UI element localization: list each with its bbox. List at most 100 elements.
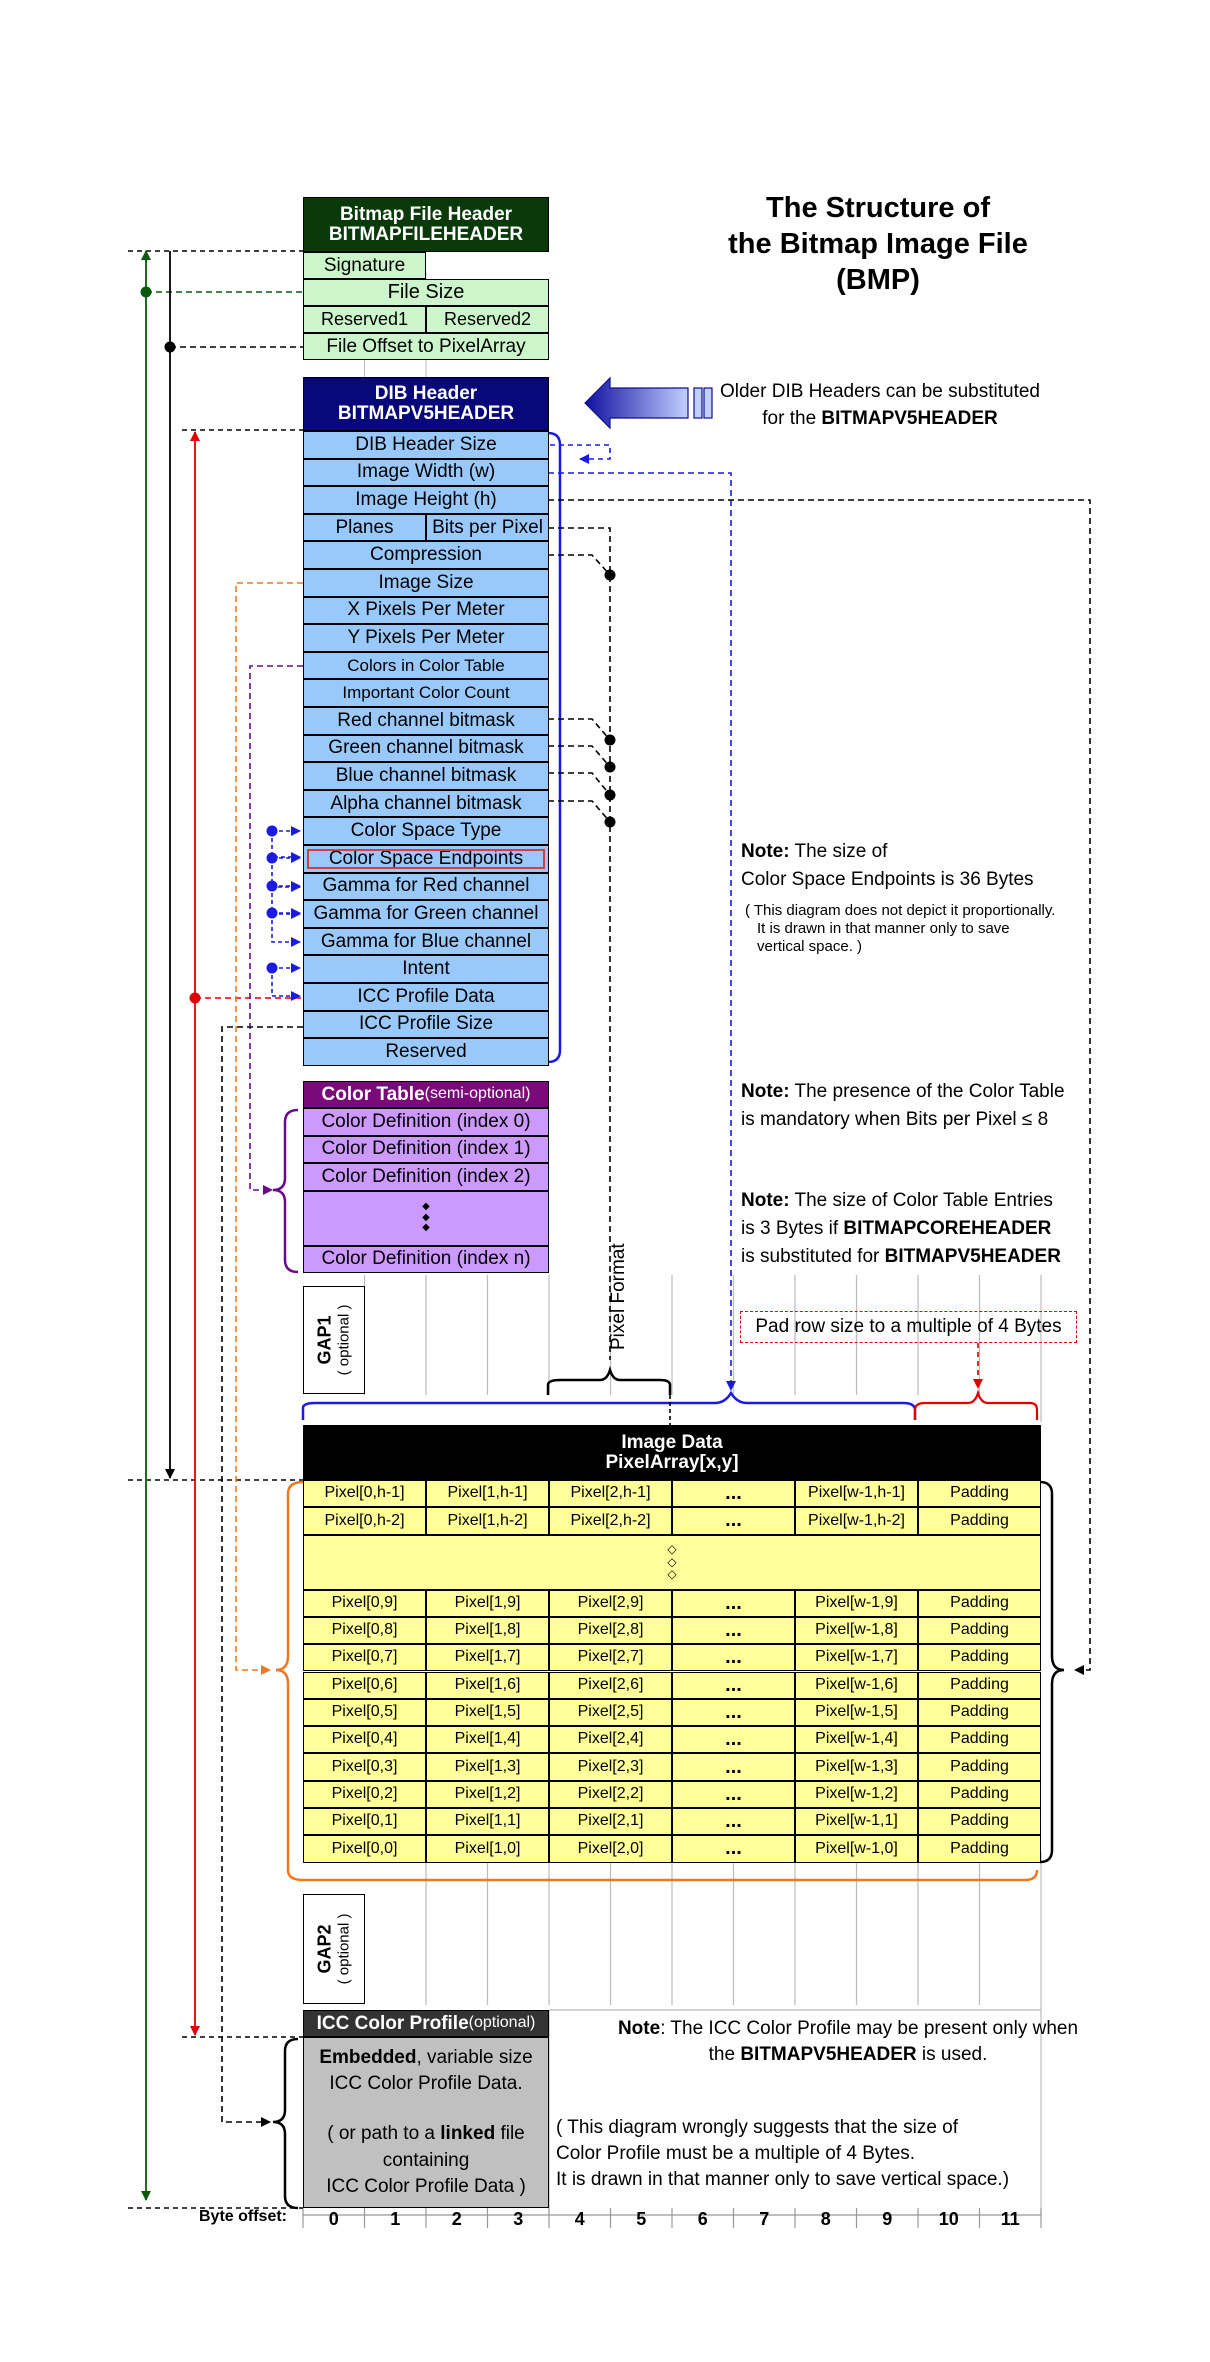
padding-brace [913,1389,1039,1420]
note-bold-header: BITMAPCOREHEADER [843,1218,1052,1239]
pixel-cell-label: ... [725,1646,742,1669]
gap2-box: GAP2( optional ) [303,1894,365,2004]
pixel-cell-label: Padding [950,1757,1009,1775]
older-header-note-line2: for the BITMAPV5HEADER [762,408,997,430]
note-entry-size-line3: is substituted for BITMAPV5HEADER [741,1246,1061,1268]
dib-field: Colors in Color Table [303,651,549,680]
dib-field-label: Green channel bitmask [328,737,524,759]
pixel-cell: Pixel[w-1,4] [795,1726,918,1754]
padding-cell: Padding [918,1644,1041,1672]
pixel-cell: Pixel[w-1,3] [795,1753,918,1781]
pixel-cell-label: Pixel[0,1] [331,1812,398,1830]
padding-cell: Padding [918,1671,1041,1699]
pixel-cell-label: Pixel[0,0] [331,1839,398,1857]
bpp-link [548,527,611,1360]
color-table-subtitle: (semi-optional) [424,1085,531,1103]
gap2-title: GAP2 [314,1924,335,1974]
pixel-cell: Pixel[1,9] [426,1589,549,1617]
color-space-link [271,913,301,947]
pixel-cell-label: ... [725,1591,742,1614]
dib-field-label: Y Pixels Per Meter [347,627,505,649]
pixel-cell-label: Padding [950,1484,1009,1502]
color-table-entry-label: Color Definition (index 1) [321,1138,531,1160]
pixel-ellipsis-cell: ... [672,1480,795,1508]
color-table-entry: Color Definition (index n) [303,1245,549,1273]
pixel-cell-label: Pixel[0,6] [331,1675,398,1693]
note-entry-size-line2: is 3 Bytes if BITMAPCOREHEADER [741,1218,1051,1240]
gap1-title: GAP1 [314,1315,335,1365]
diagram-title: The Structure of [766,192,990,224]
byte-offset-number: 0 [328,2209,339,2229]
image-height-link [548,499,1091,1675]
pixel-cell: Pixel[0,7] [303,1644,426,1672]
pixel-cell-label: Pixel[w-1,3] [815,1757,898,1775]
note-prefix: is 3 Bytes if [741,1218,844,1239]
color-table-brace [272,1108,299,1274]
pixel-cell-label: Pixel[w-1,5] [815,1703,898,1721]
icc-note-l2-bold: BITMAPV5HEADER [740,2044,917,2065]
pixel-cell: Pixel[0,2] [303,1780,426,1808]
pixel-cell-label: Padding [950,1730,1009,1748]
pixel-cell-label: Pixel[0,3] [331,1757,398,1775]
pixel-cell-label: Padding [950,1839,1009,1857]
note-color-space-small2: It is drawn in that manner only to save [757,920,1010,937]
icc-linked-bold: linked [440,2123,496,2145]
pixel-rows-ellipsis: ◇◇◇ [303,1534,1041,1590]
pixel-cell-label: Pixel[1,4] [454,1730,521,1748]
ellipsis-diamond-icon: ◇ [667,1542,677,1557]
note-text: The presence of the Color Table [789,1081,1065,1102]
dib-field-label: Important Color Count [342,683,510,703]
dib-field: DIB Header Size [303,431,549,459]
icc-note-line3: ( This diagram wrongly suggests that the… [556,2117,959,2138]
dib-field-label: Intent [402,958,450,980]
file-size-label: File Size [387,281,465,303]
ellipsis-diamond-icon: ◆ [422,1201,430,1213]
reserved1-label: Reserved1 [320,309,409,330]
icc-note-line1: Note: The ICC Color Profile may be prese… [618,2018,1078,2040]
pixel-cell-label: Pixel[w-1,9] [815,1593,898,1611]
padding-cell: Padding [918,1698,1041,1727]
pixel-cell-label: ... [725,1619,742,1642]
dib-size-loop [550,444,611,464]
pixel-cell-label: Pixel[w-1,0] [815,1839,898,1857]
pixel-format-brace [546,1365,672,1395]
padding-cell: Padding [918,1780,1041,1808]
pixel-cell-label: Pixel[2,9] [577,1593,644,1611]
pixel-cell-label: Pixel[w-1,4] [815,1730,898,1748]
byte-offset-number: 10 [938,2209,959,2229]
pixel-cell-label: Padding [950,1593,1009,1611]
reserved2-field: Reserved2 [426,306,549,333]
dib-field: ICC Profile Data [303,983,549,1011]
gap1-subtitle: ( optional ) [335,1304,353,1376]
mask-dot [604,816,616,828]
pixel-cell-label: Pixel[w-1,1] [815,1812,898,1830]
pad-row-note: Pad row size to a multiple of 4 Bytes [740,1311,1077,1343]
pixel-cell-label: Pixel[2,1] [577,1812,644,1830]
note-color-table-line1: Note: The presence of the Color Table [741,1081,1065,1103]
dib-field: Gamma for Blue channel [303,927,549,956]
dib-field: Color Space Type [303,817,549,845]
note-prefix: is substituted for [741,1246,885,1267]
pixel-cell-label: ... [725,1755,742,1778]
mask-link [548,772,611,796]
icc-line: ( or path to a linked file [327,2121,525,2147]
color-table-entry: Color Definition (index 1) [303,1135,549,1163]
row-width-brace [301,1390,917,1420]
pixel-cell: Pixel[2,0] [549,1835,672,1863]
color-space-link [271,831,301,862]
note-bold: Note: [741,841,790,862]
pixel-cell: Pixel[0,0] [303,1835,426,1863]
pixel-cell: Pixel[1,8] [426,1616,549,1645]
dib-field-label: Image Height (h) [355,489,497,511]
icc-note-line2: the BITMAPV5HEADER is used. [709,2044,988,2066]
pixel-cell-label: Pixel[0,8] [331,1621,398,1639]
dib-field-label: Color Space Type [350,820,502,842]
pixel-cell-label: Pixel[2,h-1] [570,1484,651,1502]
compression-link [548,554,611,576]
note-color-space-size-line1: Note: The size of [741,841,887,863]
icc-embedded-bold: Embedded [319,2046,417,2068]
mask-dot [604,789,616,801]
dib-field: Reserved [303,1038,549,1066]
